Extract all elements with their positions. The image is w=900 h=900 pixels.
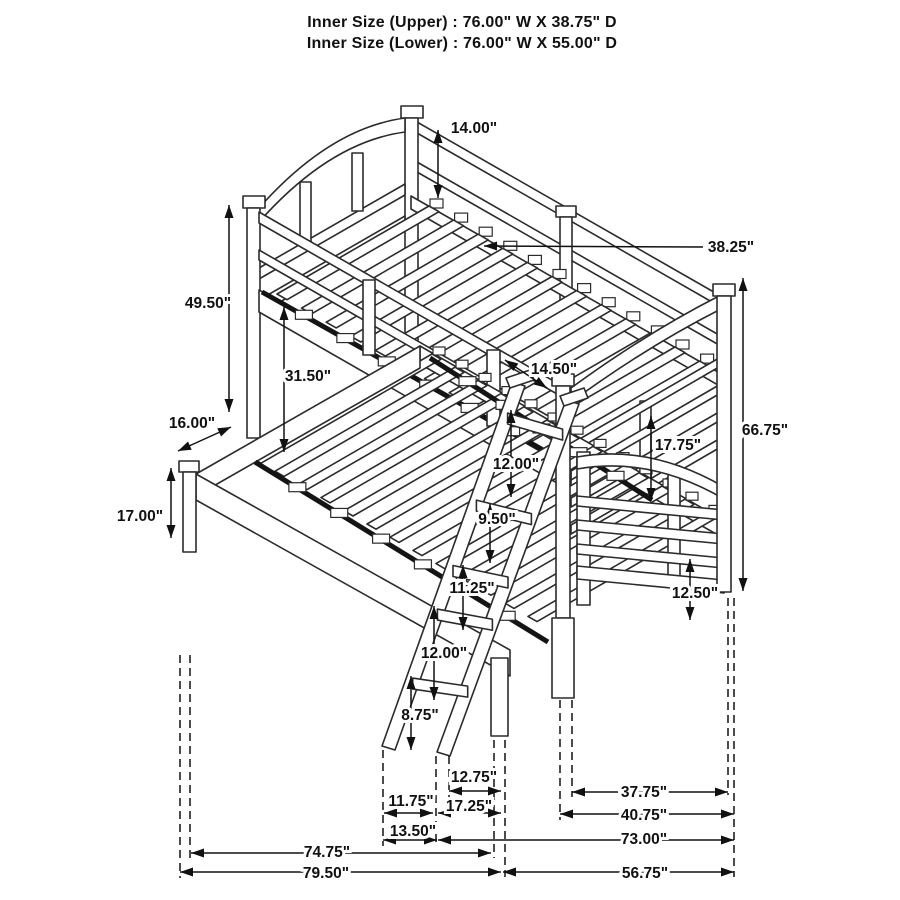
- dim-label-16-00: 16.00": [169, 415, 215, 432]
- dim-label-17-25: 17.25": [446, 798, 492, 815]
- dim-label-11-25: 11.25": [449, 580, 494, 597]
- dim-label-31-50: 31.50": [285, 368, 331, 385]
- dim-label-17-75: 17.75": [655, 437, 701, 454]
- dim-label-49-50: 49.50": [185, 295, 231, 312]
- dim-label-74-75: 74.75": [304, 844, 350, 861]
- dim-label-66-75: 66.75": [742, 422, 788, 439]
- dim-label-9-50: 9.50": [478, 511, 516, 528]
- dim-label-14-00: 14.00": [451, 120, 497, 137]
- dim-label-37-75: 37.75": [621, 784, 667, 801]
- inner-size-lower: Inner Size (Lower) : 76.00" W X 55.00" D: [306, 35, 618, 52]
- inner-size-header: Inner Size (Upper) : 76.00" W X 38.75" D…: [0, 12, 900, 54]
- bed-line-art: [166, 105, 748, 878]
- dim-label-14-50: 14.50": [531, 361, 577, 378]
- dim-label-79-50: 79.50": [303, 865, 349, 882]
- dim-label-8-75: 8.75": [401, 707, 439, 724]
- dim-label-56-75: 56.75": [622, 865, 668, 882]
- dim-label-17-00: 17.00": [117, 508, 163, 525]
- dim-label-11-75: 11.75": [388, 793, 433, 810]
- dim-label-12-50: 12.50": [672, 585, 718, 602]
- dim-label-12-00-upper: 12.00": [493, 456, 539, 473]
- dim-label-12-75: 12.75": [451, 769, 497, 786]
- dim-label-13-50: 13.50": [390, 823, 436, 840]
- dim-label-40-75: 40.75": [621, 807, 667, 824]
- dim-label-73-00: 73.00": [621, 831, 667, 848]
- dim-label-12-00-ladder: 12.00": [421, 645, 467, 662]
- dimension-labels: 14.00" 38.25" 49.50" 31.50" 16.00" 17.00…: [114, 117, 791, 885]
- inner-size-upper: Inner Size (Upper) : 76.00" W X 38.75" D: [307, 14, 617, 31]
- dim-label-38-25: 38.25": [708, 239, 754, 256]
